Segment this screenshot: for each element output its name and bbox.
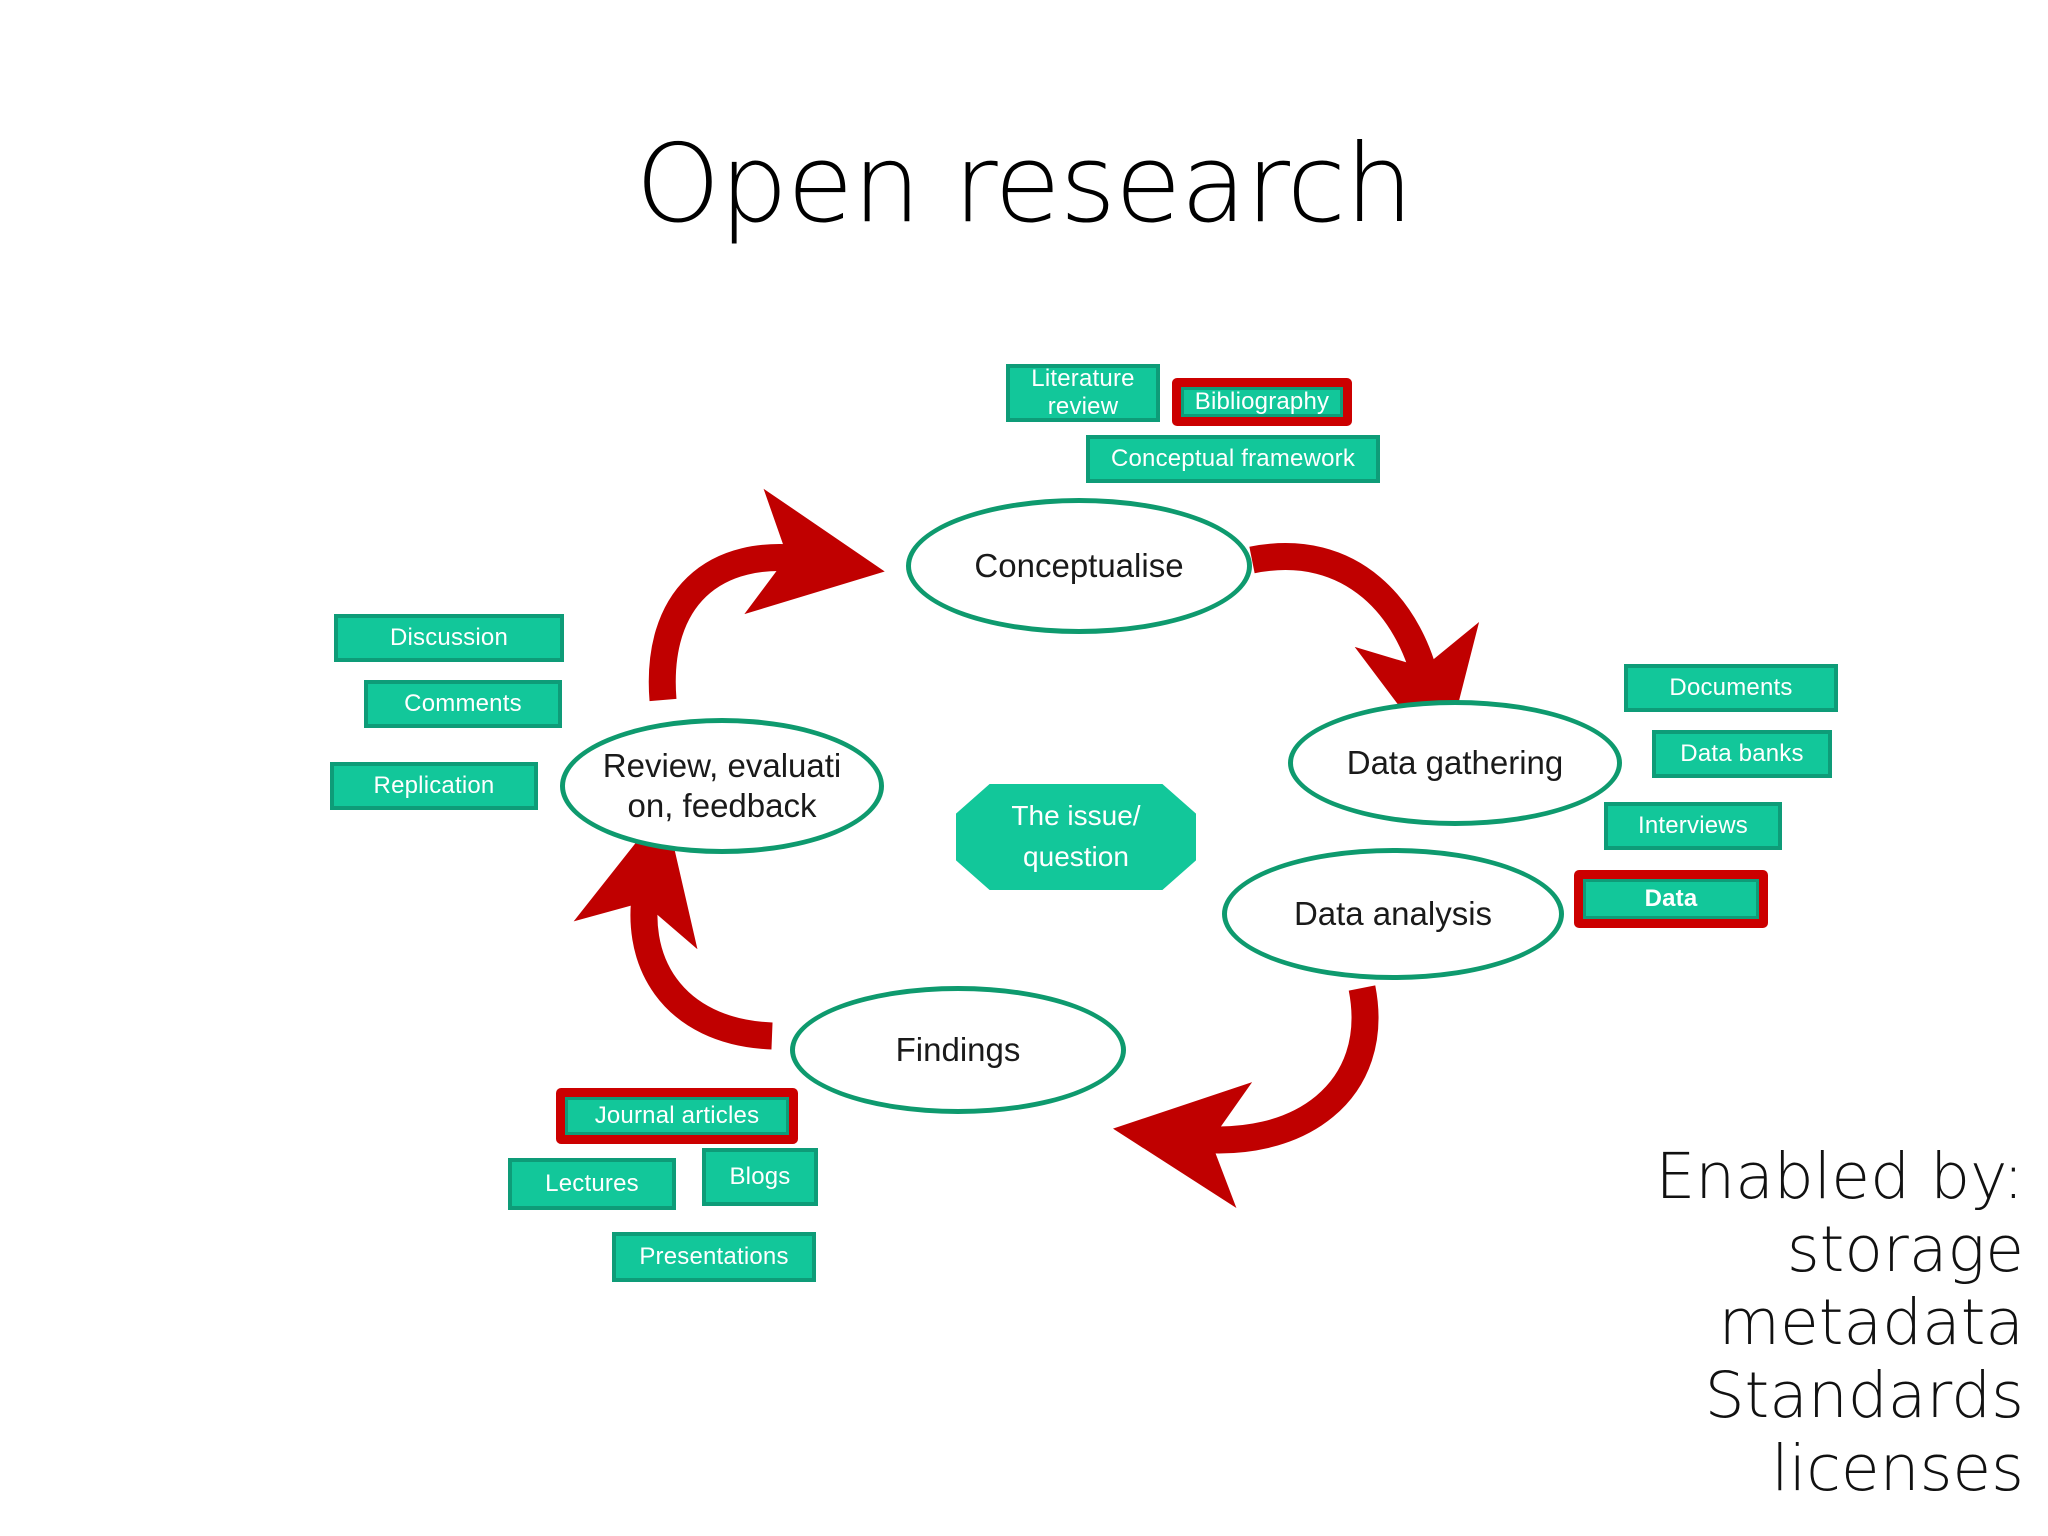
central-issue-question[interactable]: The issue/ question [956,784,1196,890]
label-literature-review-line2: review [1047,393,1119,420]
label-interviews[interactable]: Interviews [1604,802,1782,850]
arrow-data-analysis-to-findings [1112,985,1379,1208]
stage-data-gathering[interactable]: Data gathering [1288,700,1622,826]
stage-review-line2: on, feedback [627,787,817,824]
arrow-findings-to-review [573,806,773,1050]
stage-review-evaluation-feedback[interactable]: Review, evaluati on, feedback [560,718,884,854]
page-title: Open research [635,122,1413,247]
enabled-by-item-standards: Standards [1704,1359,2024,1433]
label-comments[interactable]: Comments [364,680,562,728]
enabled-by-block: Enabled by: storage metadata Standards l… [1464,1140,2024,1505]
highlight-bibliography[interactable]: Bibliography [1172,378,1352,426]
highlight-data[interactable]: Data [1574,870,1768,928]
label-replication[interactable]: Replication [330,762,538,810]
stage-data-analysis[interactable]: Data analysis [1222,848,1564,980]
label-bibliography[interactable]: Bibliography [1181,387,1343,417]
stage-conceptualise[interactable]: Conceptualise [906,498,1252,634]
arrow-review-to-conceptualise [648,488,885,702]
stage-findings-label: Findings [895,1030,1021,1068]
label-discussion[interactable]: Discussion [334,614,564,662]
label-blogs[interactable]: Blogs [702,1148,818,1206]
stage-data-analysis-label: Data analysis [1293,894,1493,932]
stage-findings[interactable]: Findings [790,986,1126,1114]
stage-review-line1: Review, evaluati [602,746,842,784]
label-literature-review[interactable]: Literature review [1006,364,1160,422]
label-data[interactable]: Data [1583,879,1759,919]
stage-conceptualise-label: Conceptualise [974,546,1184,584]
central-issue-line1: The issue/ [1011,800,1141,832]
enabled-by-heading: Enabled by: [1655,1140,2024,1213]
enabled-by-item-storage: storage [1786,1213,2024,1287]
label-conceptual-framework[interactable]: Conceptual framework [1086,435,1380,483]
label-journal-articles[interactable]: Journal articles [565,1097,789,1135]
central-issue-line2: question [1023,841,1129,872]
arrow-conceptualise-to-data-gathering [1249,543,1480,765]
enabled-by-item-licenses: licenses [1771,1432,2024,1506]
label-lectures[interactable]: Lectures [508,1158,676,1210]
label-documents[interactable]: Documents [1624,664,1838,712]
label-data-banks[interactable]: Data banks [1652,730,1832,778]
label-literature-review-line1: Literature [1031,364,1135,392]
highlight-journal-articles[interactable]: Journal articles [556,1088,798,1144]
enabled-by-item-metadata: metadata [1718,1286,2024,1360]
stage-data-gathering-label: Data gathering [1346,743,1564,781]
label-presentations[interactable]: Presentations [612,1232,816,1282]
